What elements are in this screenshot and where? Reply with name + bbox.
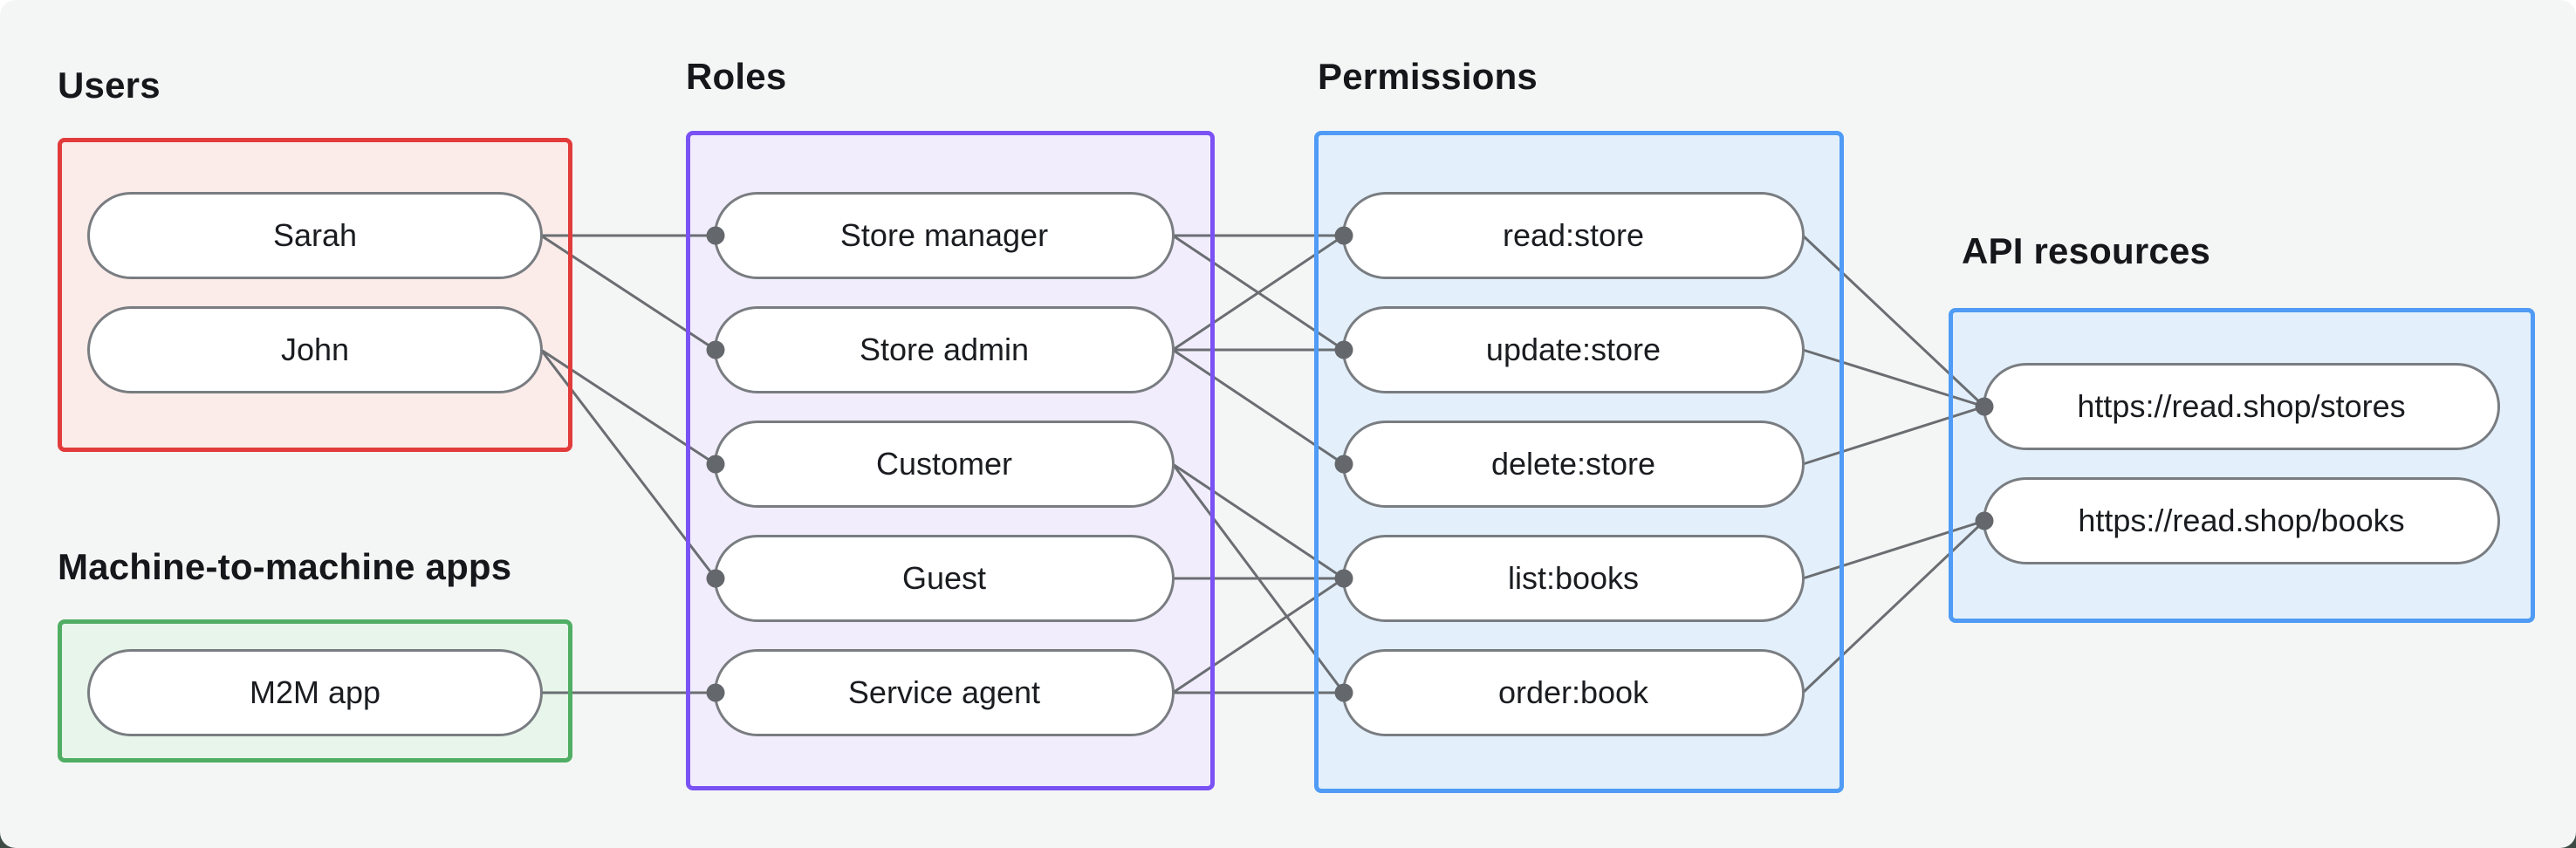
node-list-books: list:books — [1342, 535, 1805, 622]
group-box-fill-users — [58, 138, 572, 452]
node-store-manager: Store manager — [714, 192, 1175, 279]
group-box-fill-api — [1949, 308, 2535, 623]
node-stores-api: https://read.shop/stores — [1983, 363, 2500, 450]
node-delete-store: delete:store — [1342, 421, 1805, 508]
node-john: John — [87, 306, 543, 393]
group-label-m2m: Machine-to-machine apps — [58, 546, 512, 587]
node-store-admin: Store admin — [714, 306, 1175, 393]
node-books-api: https://read.shop/books — [1983, 477, 2500, 564]
group-label-api: API resources — [1962, 230, 2211, 271]
node-customer: Customer — [714, 421, 1175, 508]
group-label-permissions: Permissions — [1318, 56, 1538, 97]
node-m2m-app: M2M app — [87, 649, 543, 736]
group-label-users: Users — [58, 65, 161, 106]
group-box-border-m2m — [58, 619, 572, 763]
group-label-roles: Roles — [686, 56, 787, 97]
node-order-book: order:book — [1342, 649, 1805, 736]
node-update-store: update:store — [1342, 306, 1805, 393]
node-guest: Guest — [714, 535, 1175, 622]
node-service-agent: Service agent — [714, 649, 1175, 736]
node-sarah: Sarah — [87, 192, 543, 279]
group-box-border-users — [58, 138, 572, 452]
node-read-store: read:store — [1342, 192, 1805, 279]
group-box-border-api — [1949, 308, 2535, 623]
